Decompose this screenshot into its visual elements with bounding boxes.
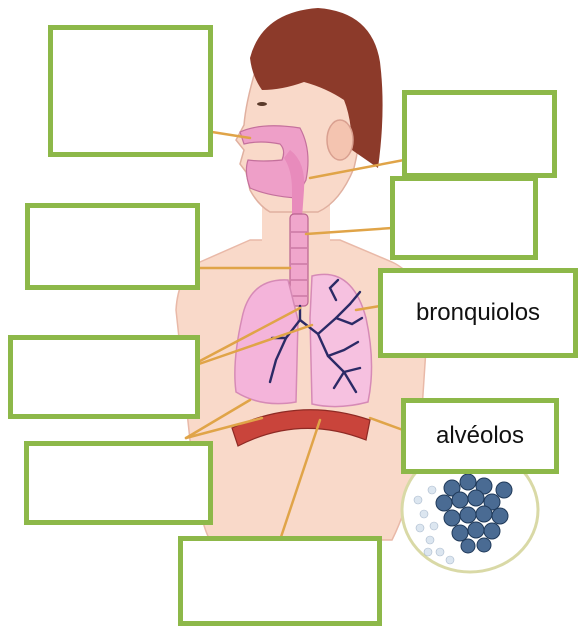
label-box-lungs[interactable] — [24, 441, 213, 525]
label-box-trachea[interactable] — [25, 203, 200, 290]
label-box-diaphragm[interactable] — [178, 536, 382, 626]
label-box-bronchioles[interactable]: bronquiolos — [378, 268, 578, 358]
trachea — [290, 214, 308, 306]
label-box-larynx[interactable] — [390, 176, 538, 260]
ear — [327, 120, 353, 160]
label-box-pharynx[interactable] — [402, 90, 557, 178]
label-box-bronquiolos-text: bronquiolos — [416, 299, 540, 327]
eye — [257, 102, 267, 106]
label-box-bronchi[interactable] — [8, 335, 200, 419]
label-box-alveoli[interactable]: alvéolos — [401, 398, 559, 474]
label-box-nasal-cavity[interactable] — [48, 25, 213, 157]
label-box-alveolos-text: alvéolos — [436, 422, 524, 450]
